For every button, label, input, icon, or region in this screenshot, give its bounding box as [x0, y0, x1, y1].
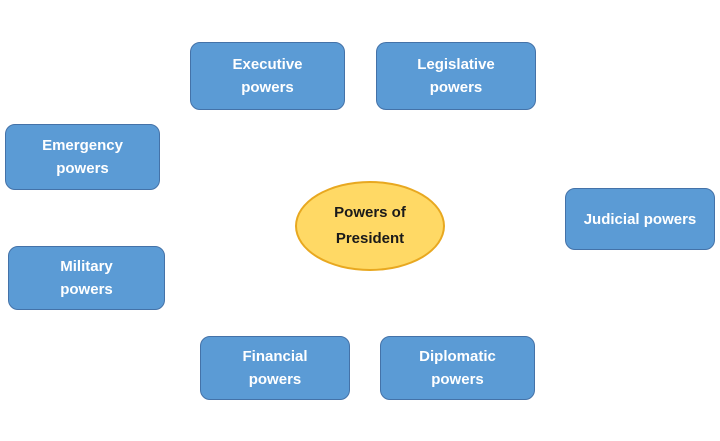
node-label-line: powers: [248, 371, 302, 388]
node-label-line: Emergency: [42, 137, 123, 154]
node-label-line: Diplomatic: [419, 348, 496, 365]
node-financial-powers: Financial powers: [200, 336, 350, 400]
center-label-line: President: [335, 230, 405, 247]
center-node-powers-of-president: Powers of President: [295, 181, 445, 271]
node-diplomatic-powers: Diplomatic powers: [380, 336, 535, 400]
node-military-powers: Military powers: [8, 246, 165, 310]
node-label-line: powers: [429, 79, 483, 96]
node-emergency-powers: Emergency powers: [5, 124, 160, 190]
node-label-line: powers: [431, 371, 484, 388]
node-label-line: Legislative: [417, 56, 495, 73]
node-legislative-powers: Legislative powers: [376, 42, 536, 110]
node-judicial-powers: Judicial powers: [565, 188, 715, 250]
node-label-line: Military: [60, 258, 113, 275]
node-label-line: Judicial powers: [583, 210, 697, 228]
node-executive-powers: Executive powers: [190, 42, 345, 110]
node-label-line: powers: [56, 160, 109, 177]
node-label-line: Financial: [242, 348, 308, 365]
node-label-line: powers: [60, 281, 113, 298]
center-label-line: Powers of: [334, 204, 406, 221]
node-label-line: Executive: [232, 56, 303, 73]
node-label-line: powers: [241, 79, 294, 96]
